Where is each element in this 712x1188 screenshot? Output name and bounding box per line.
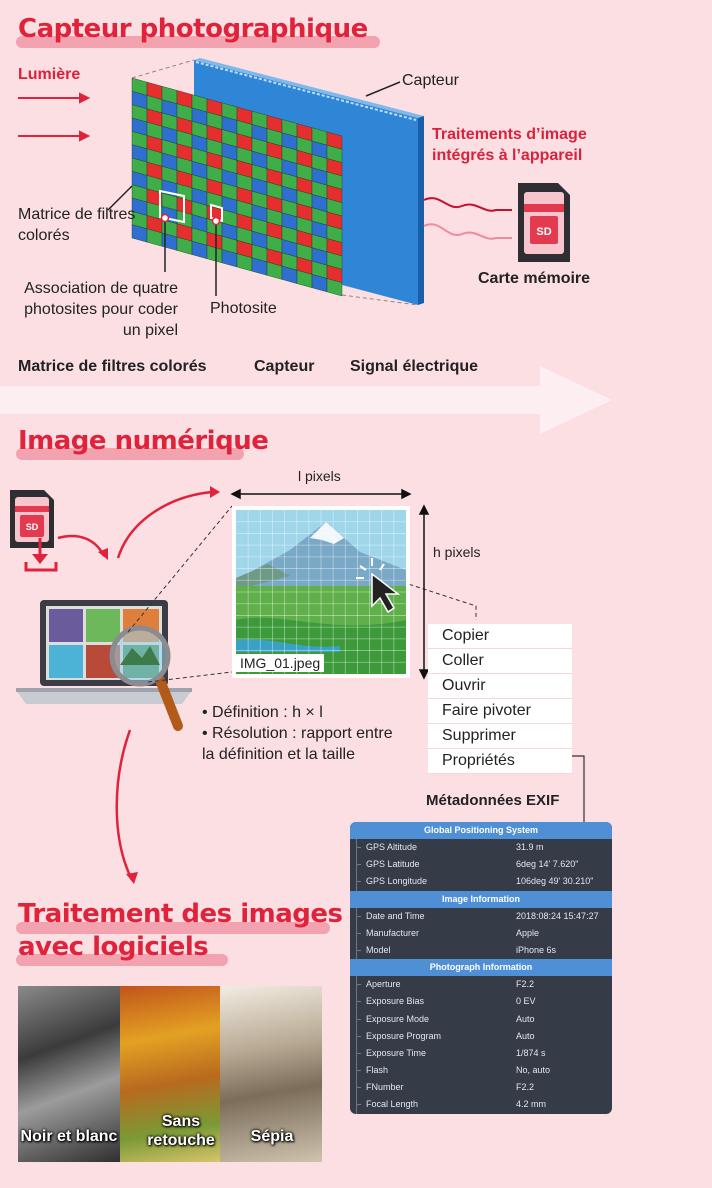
panel-label-original: Sans retouche [147, 1113, 215, 1149]
flow-step-3: Signal électrique [350, 358, 479, 375]
cfa-label: Matrice de filtres colorés [18, 206, 136, 244]
menu-item-paste[interactable]: Coller [428, 649, 572, 674]
quad-photosite-label: Association de quatre photosites pour co… [24, 280, 178, 339]
memory-card-icon [518, 183, 570, 262]
digital-image-diagram: SD [10, 486, 585, 884]
menu-item-delete[interactable]: Supprimer [428, 724, 572, 749]
cursor-icon [356, 558, 401, 614]
flow-arrow [0, 366, 612, 434]
signal-waves [423, 197, 512, 240]
menu-item-copy[interactable]: Copier [428, 624, 572, 649]
filter-cell [326, 278, 343, 297]
context-menu: Copier Coller Ouvrir Faire pivoter Suppr… [428, 624, 572, 774]
flow-step-2: Capteur [254, 358, 315, 375]
panel-label-bw: Noir et blanc [20, 1128, 118, 1145]
photo-strip [18, 986, 322, 1162]
exif-title: Métadonnées EXIF [426, 792, 560, 809]
sd-label: SD [536, 226, 551, 238]
light-label: Lumière [18, 66, 81, 83]
menu-item-open[interactable]: Ouvrir [428, 674, 572, 699]
photo-sepia [220, 986, 322, 1162]
memory-card-label: Carte mémoire [478, 270, 591, 287]
light-arrows [18, 92, 91, 142]
width-label: l pixels [298, 468, 341, 484]
color-filter-array [131, 77, 343, 297]
photosite-label: Photosite [210, 300, 277, 317]
exif-header-gps: Global Positioning System [350, 822, 612, 839]
section-title-processing: Traitement des images avec logiciels [18, 899, 343, 962]
panel-label-sepia: Sépia [250, 1128, 294, 1145]
sensor-diagram: SD [18, 58, 570, 306]
definition-text: • Définition : h × l [202, 704, 323, 721]
sd-label-2: SD [26, 522, 39, 532]
photo-bw [18, 986, 120, 1162]
exif-header-photo: Photograph Information [350, 959, 612, 977]
exif-header-image: Image Information [350, 890, 612, 908]
flow-step-1: Matrice de filtres colorés [18, 358, 207, 375]
height-label: h pixels [433, 544, 481, 560]
processing-label: Traitements d’image intégrés à l’apparei… [432, 126, 587, 164]
photo-original [120, 986, 220, 1162]
sd-download-icon: SD [10, 490, 58, 572]
sensor-label: Capteur [402, 72, 459, 89]
image-filename: IMG_01.jpeg [236, 654, 325, 672]
magnifier-icon [109, 625, 183, 731]
photosite-markers [159, 189, 223, 224]
resolution-text: • Résolution : rapport entre la définiti… [202, 725, 393, 763]
section-title-digital-image: Image numérique [18, 426, 269, 456]
menu-item-properties[interactable]: Propriétés [428, 749, 572, 774]
section-title-sensor: Capteur photographique [18, 14, 368, 44]
menu-item-rotate[interactable]: Faire pivoter [428, 699, 572, 724]
